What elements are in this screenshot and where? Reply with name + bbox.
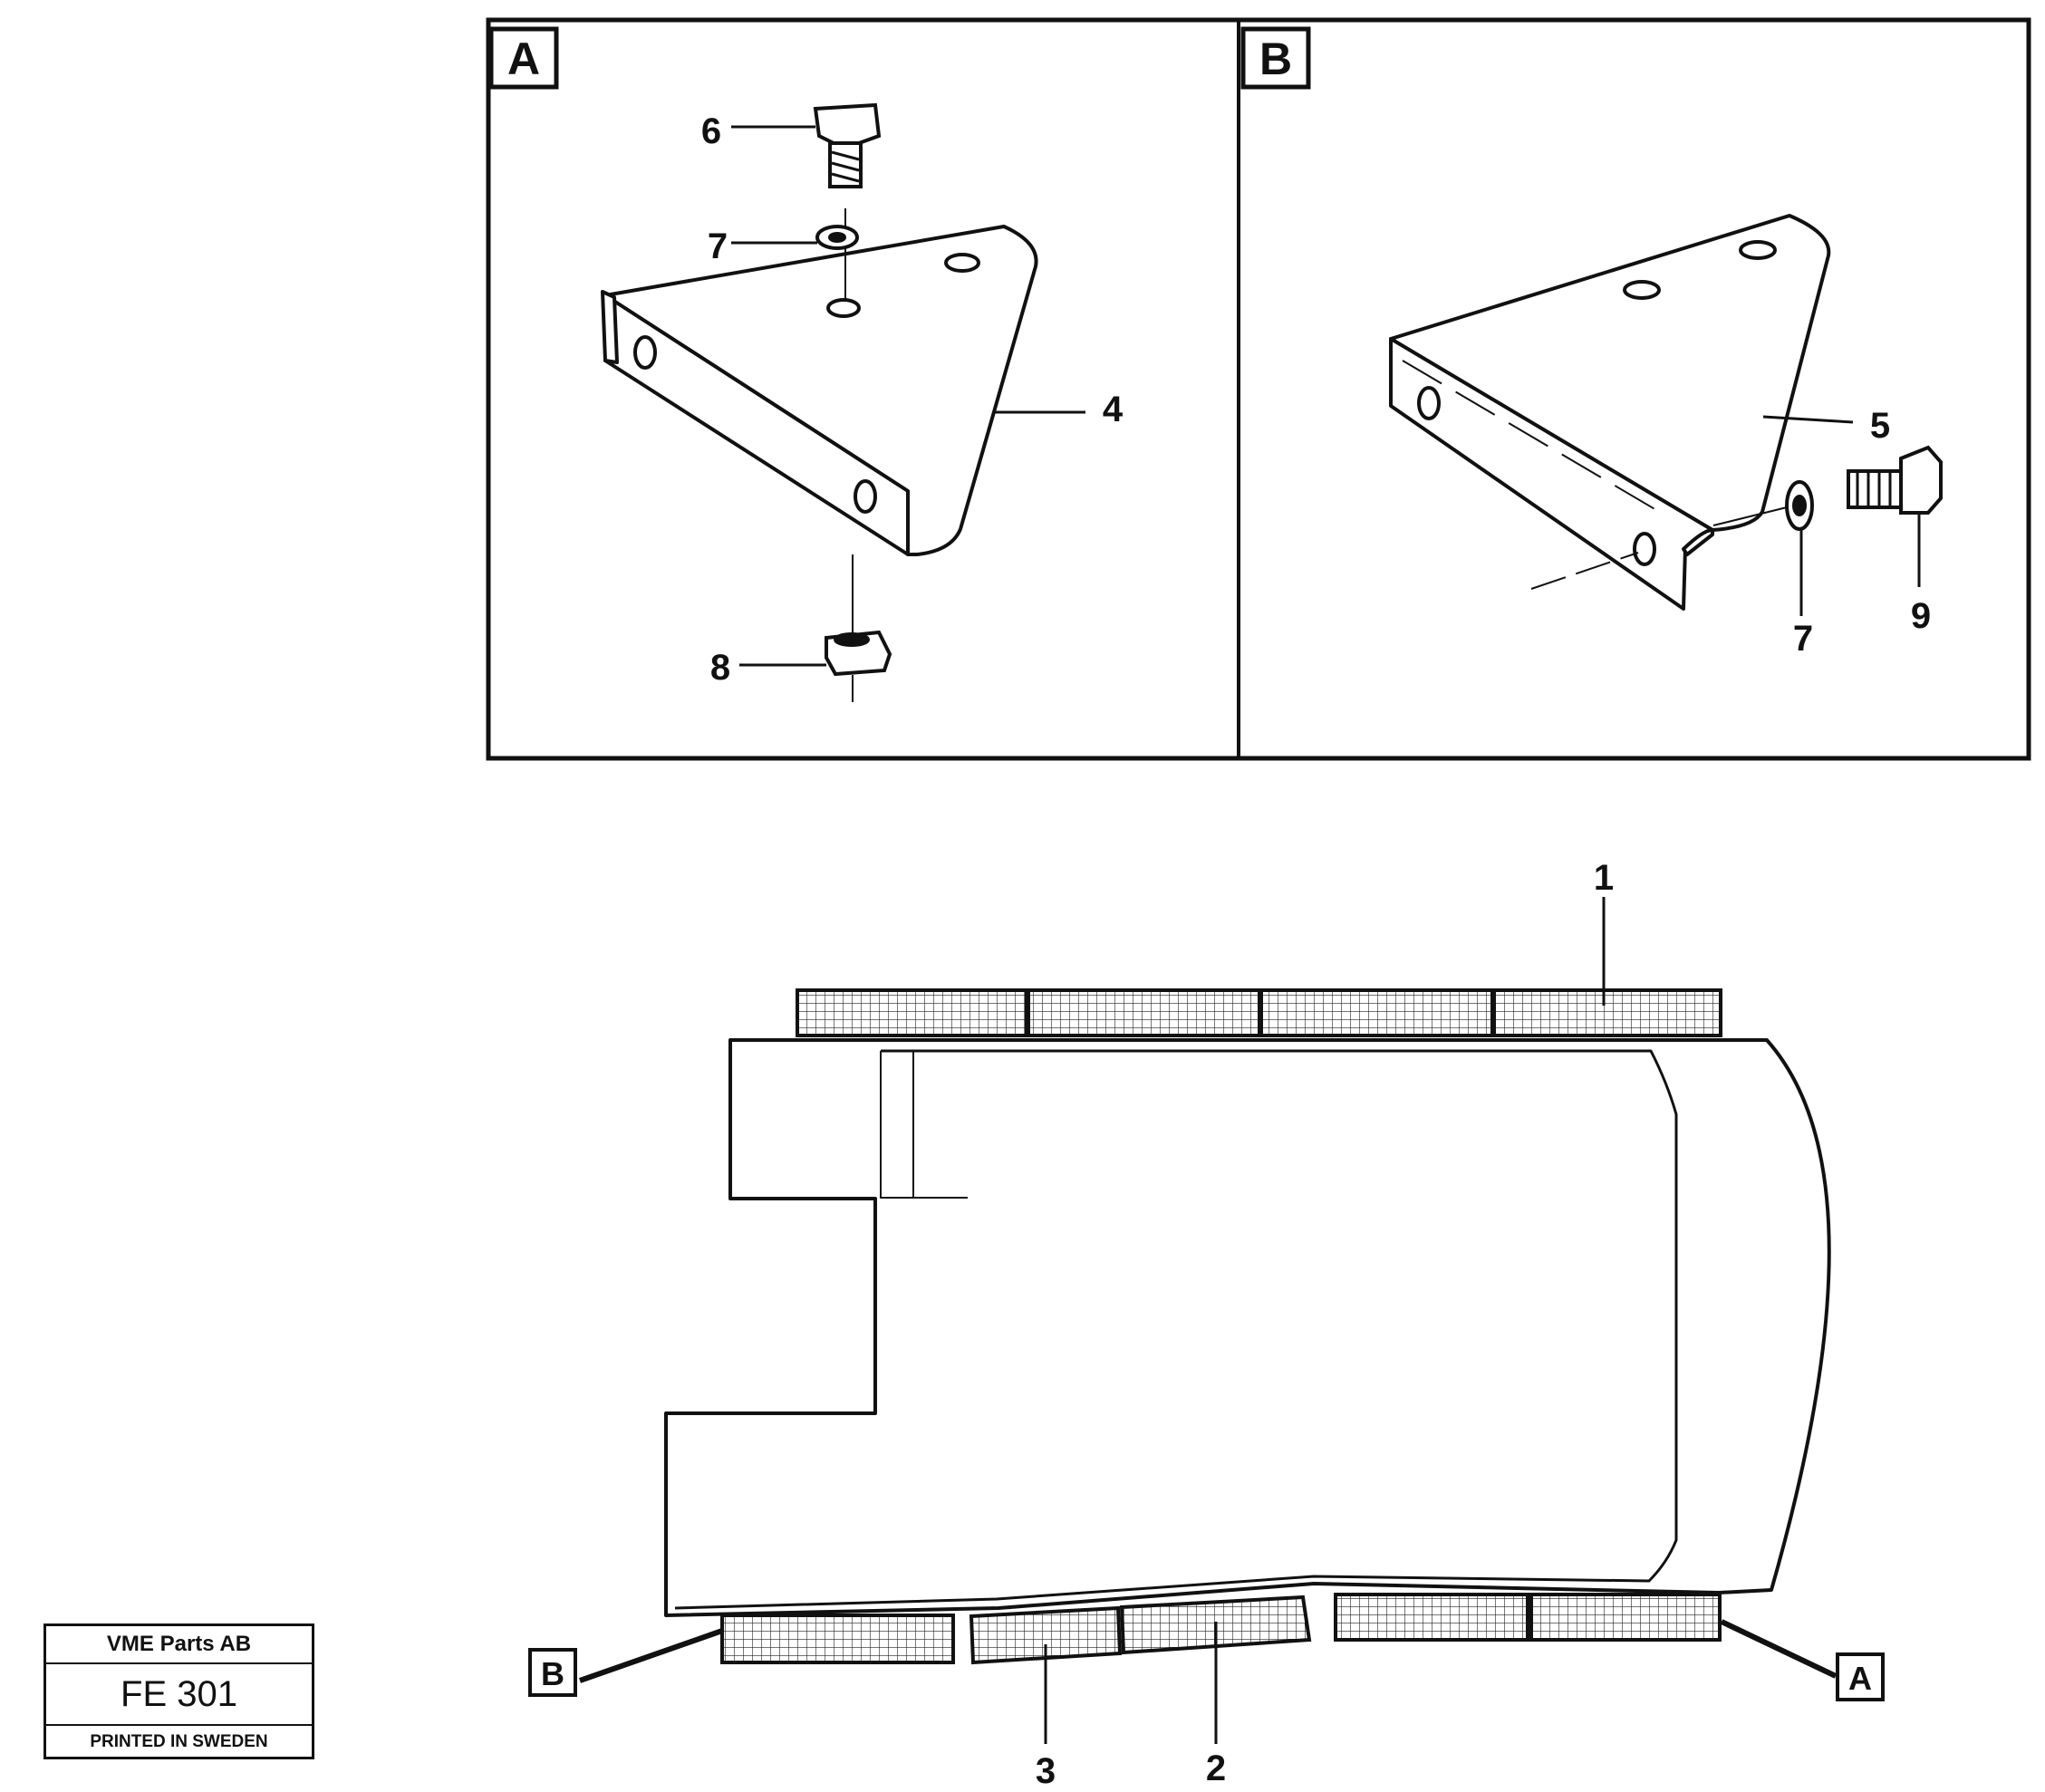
screw-9 <box>1847 445 1943 587</box>
callout-4: 4 <box>1103 390 1124 429</box>
inset-a-tag: A <box>488 26 559 90</box>
bracket-5 <box>1389 214 1854 611</box>
main-callouts: 1 2 3 <box>1036 858 1614 1791</box>
inset-b-label: B <box>1259 34 1292 84</box>
inset-b: B 5 <box>1240 26 1943 659</box>
main-view: B A 1 2 3 <box>528 858 1885 1791</box>
drawing-code: FE 301 <box>46 1664 312 1726</box>
callout-3: 3 <box>1036 1751 1056 1787</box>
washer-7-a <box>731 225 859 250</box>
inset-a-callouts: 6 7 4 8 <box>701 111 1124 688</box>
ref-marker-b-label: B <box>541 1655 564 1692</box>
main-leaders <box>579 897 1838 1744</box>
inset-a-label: A <box>507 34 540 84</box>
callout-6: 6 <box>701 111 721 151</box>
callout-5: 5 <box>1870 406 1890 446</box>
frame-body <box>664 1038 1831 1617</box>
inset-a: A <box>488 26 1124 702</box>
washer-7-b <box>1712 480 1814 616</box>
inset-b-callouts: 5 7 9 <box>1793 406 1931 659</box>
bottom-guard-segments <box>720 1593 1722 1665</box>
callout-9: 9 <box>1911 596 1931 636</box>
ref-marker-a-label: A <box>1848 1660 1872 1697</box>
bolt-6 <box>731 102 882 299</box>
top-guard-segments <box>796 988 1722 1037</box>
nut-8 <box>739 554 892 702</box>
bracket-4 <box>601 225 1085 556</box>
inset-frame <box>486 17 2031 761</box>
callout-2: 2 <box>1206 1749 1226 1787</box>
company-name: VME Parts AB <box>46 1626 312 1664</box>
callout-7-a: 7 <box>708 226 728 266</box>
ref-marker-b: B <box>528 1648 577 1697</box>
callout-7-b: 7 <box>1793 619 1813 659</box>
inset-b-tag: B <box>1240 26 1311 90</box>
ref-marker-a: A <box>1836 1652 1885 1701</box>
printed-note: PRINTED IN SWEDEN <box>90 1732 268 1751</box>
callout-1: 1 <box>1594 858 1614 898</box>
title-block: VME Parts AB FE 301 PRINTED IN SWEDEN <box>43 1623 314 1759</box>
callout-8: 8 <box>710 648 730 688</box>
